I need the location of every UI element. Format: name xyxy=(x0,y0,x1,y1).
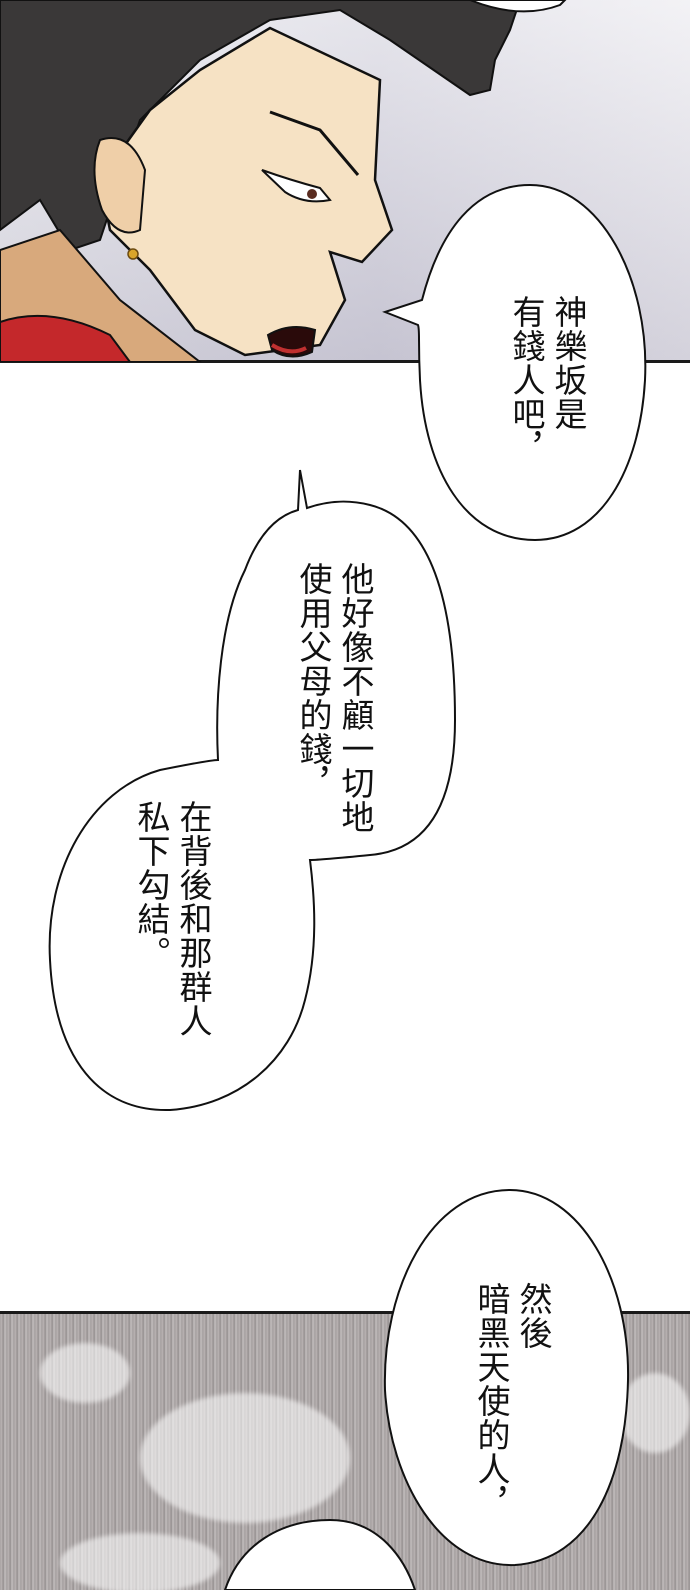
texture-stain xyxy=(60,1533,220,1590)
tongue xyxy=(270,343,307,354)
earring xyxy=(127,248,139,260)
bubble-2-line-2: 使用父母的錢， xyxy=(294,562,333,800)
bubble-4-text: 然後 暗黑天使的人， xyxy=(470,1282,554,1520)
speech-bubble-partial xyxy=(223,1518,417,1590)
ear xyxy=(93,137,147,234)
pupil xyxy=(307,189,317,199)
speech-bubble-2-3-joined xyxy=(48,469,457,1112)
eyebrow xyxy=(269,110,360,176)
bubble-4-line-1: 然後 xyxy=(514,1282,553,1350)
bubble-2-line-1: 他好像不顧一切地 xyxy=(336,562,375,834)
bubble-1-line-2: 有錢人吧， xyxy=(507,295,546,465)
texture-stain xyxy=(40,1343,130,1403)
hair xyxy=(0,0,522,252)
bubble-3-line-1: 在背後和那群人 xyxy=(174,800,213,1038)
bubble-3-line-2: 私下勾結。 xyxy=(132,800,171,970)
offscreen-bubble xyxy=(469,0,567,13)
panel-character-closeup xyxy=(0,0,690,362)
bubble-1-line-1: 神樂坂是 xyxy=(549,295,588,431)
bubble-1-text: 神樂坂是 有錢人吧， xyxy=(505,295,589,465)
bubble-2-text: 他好像不顧一切地 使用父母的錢， xyxy=(292,562,376,834)
texture-stain xyxy=(140,1393,350,1523)
red-collar xyxy=(0,314,132,362)
speech-bubble-1 xyxy=(382,183,647,542)
speech-bubble-4 xyxy=(383,1188,630,1567)
panel-border xyxy=(0,1311,690,1314)
panel-border xyxy=(0,360,690,363)
texture-stain xyxy=(620,1373,690,1453)
bubble-3-text: 在背後和那群人 私下勾結。 xyxy=(130,800,214,1038)
character-illustration xyxy=(0,0,567,362)
bubble-4-line-2: 暗黑天使的人， xyxy=(472,1282,511,1520)
